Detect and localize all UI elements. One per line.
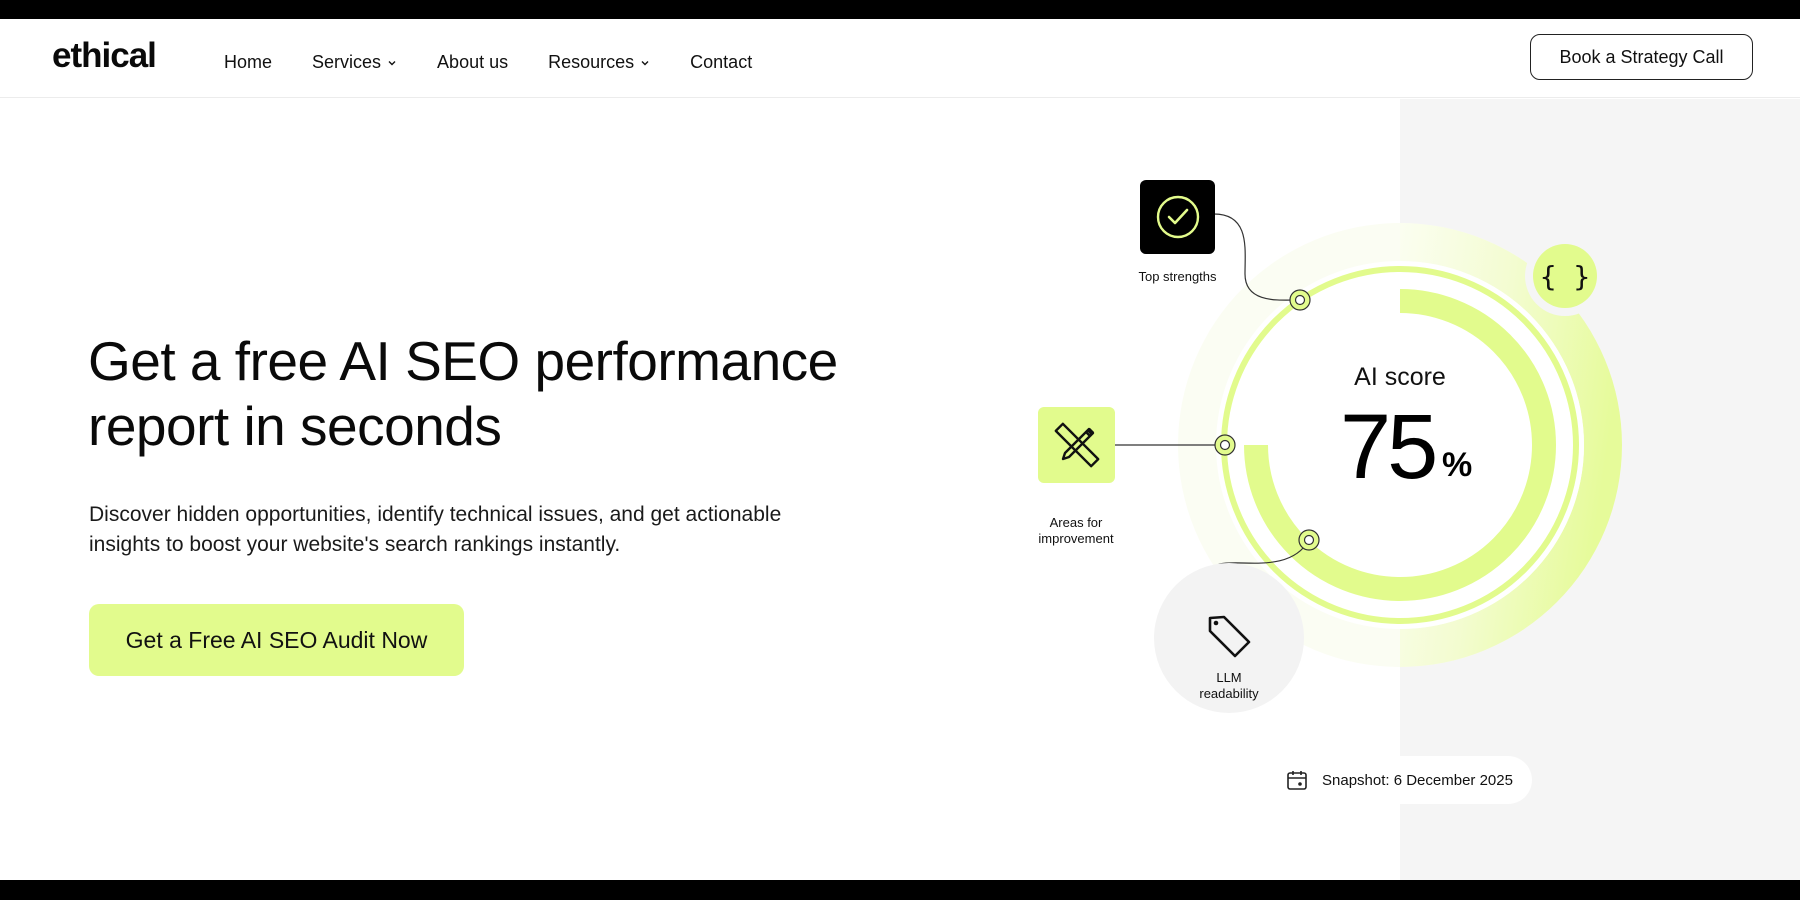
top-strengths-label: Top strengths — [1138, 269, 1217, 284]
outer-ring-arc — [1400, 223, 1622, 667]
nav-item-resources[interactable]: Resources — [548, 52, 650, 73]
chevron-down-icon — [388, 60, 396, 65]
areas-for-improvement-label: Areas for improvement — [1016, 515, 1136, 547]
nav-label: About us — [437, 52, 509, 72]
dot-llm — [1298, 529, 1320, 551]
pencil-ruler-icon — [1054, 422, 1099, 468]
nav-item-about[interactable]: About us — [437, 52, 508, 73]
code-braces-icon: { } — [1540, 260, 1591, 293]
hero-title: Get a free AI SEO performance report in … — [88, 329, 988, 459]
ai-score-unit: % — [1442, 446, 1473, 484]
snapshot-date: Snapshot: 6 December 2025 — [1322, 771, 1513, 789]
nav-item-services[interactable]: Services — [312, 52, 397, 73]
llm-label-line: readability — [1199, 686, 1259, 701]
top-strengths-node[interactable] — [1140, 180, 1215, 254]
main-nav: Home Services About us Resources Contact — [224, 52, 792, 73]
connector-top-strengths — [1213, 213, 1301, 301]
code-braces-badge[interactable] — [1533, 244, 1597, 308]
ai-score-visualization: { } — [1114, 213, 1622, 713]
llm-readability-node[interactable] — [1204, 611, 1254, 661]
tag-icon — [1208, 615, 1251, 658]
dot-top-strengths — [1289, 289, 1311, 311]
chevron-down-icon — [641, 60, 649, 65]
nav-item-contact[interactable]: Contact — [690, 52, 752, 73]
book-strategy-call-button[interactable]: Book a Strategy Call — [1530, 34, 1753, 80]
logo[interactable]: ethical — [52, 36, 157, 75]
areas-label-line: Areas for — [1049, 515, 1103, 530]
hero-title-line: Get a free AI SEO performance — [88, 330, 838, 392]
nav-label: Resources — [548, 52, 635, 72]
snapshot-pill: Snapshot: 6 December 2025 — [1270, 756, 1532, 804]
check-circle-icon — [1156, 195, 1199, 239]
hero-subtitle: Discover hidden opportunities, identify … — [89, 500, 889, 560]
free-audit-button[interactable]: Get a Free AI SEO Audit Now — [89, 604, 464, 676]
areas-for-improvement-node[interactable] — [1038, 407, 1115, 483]
hero-title-line: report in seconds — [88, 395, 502, 457]
page: ethical Home Services About us Resources… — [0, 19, 1800, 880]
nav-label: Home — [224, 52, 273, 72]
browser-top-bar — [0, 0, 1800, 19]
llm-readability-label: LLM readability — [1170, 670, 1288, 702]
nav-label: Services — [312, 52, 382, 72]
llm-disc — [1154, 563, 1304, 713]
calendar-icon — [1287, 771, 1307, 790]
areas-label-line: improvement — [1038, 531, 1114, 546]
ai-score-label: AI score — [1354, 363, 1446, 391]
llm-label-line: LLM — [1216, 670, 1242, 685]
nav-item-home[interactable]: Home — [224, 52, 272, 73]
dot-areas — [1214, 434, 1236, 456]
nav-label: Contact — [690, 52, 753, 72]
site-header: ethical Home Services About us Resources… — [0, 19, 1800, 98]
hero-subtitle-line: Discover hidden opportunities, identify … — [89, 503, 782, 526]
browser-bottom-bar — [0, 880, 1800, 900]
progress-ring — [1244, 289, 1556, 601]
ai-score-value: 75 — [1340, 396, 1438, 498]
hero-subtitle-line: insights to boost your website's search … — [89, 533, 621, 556]
